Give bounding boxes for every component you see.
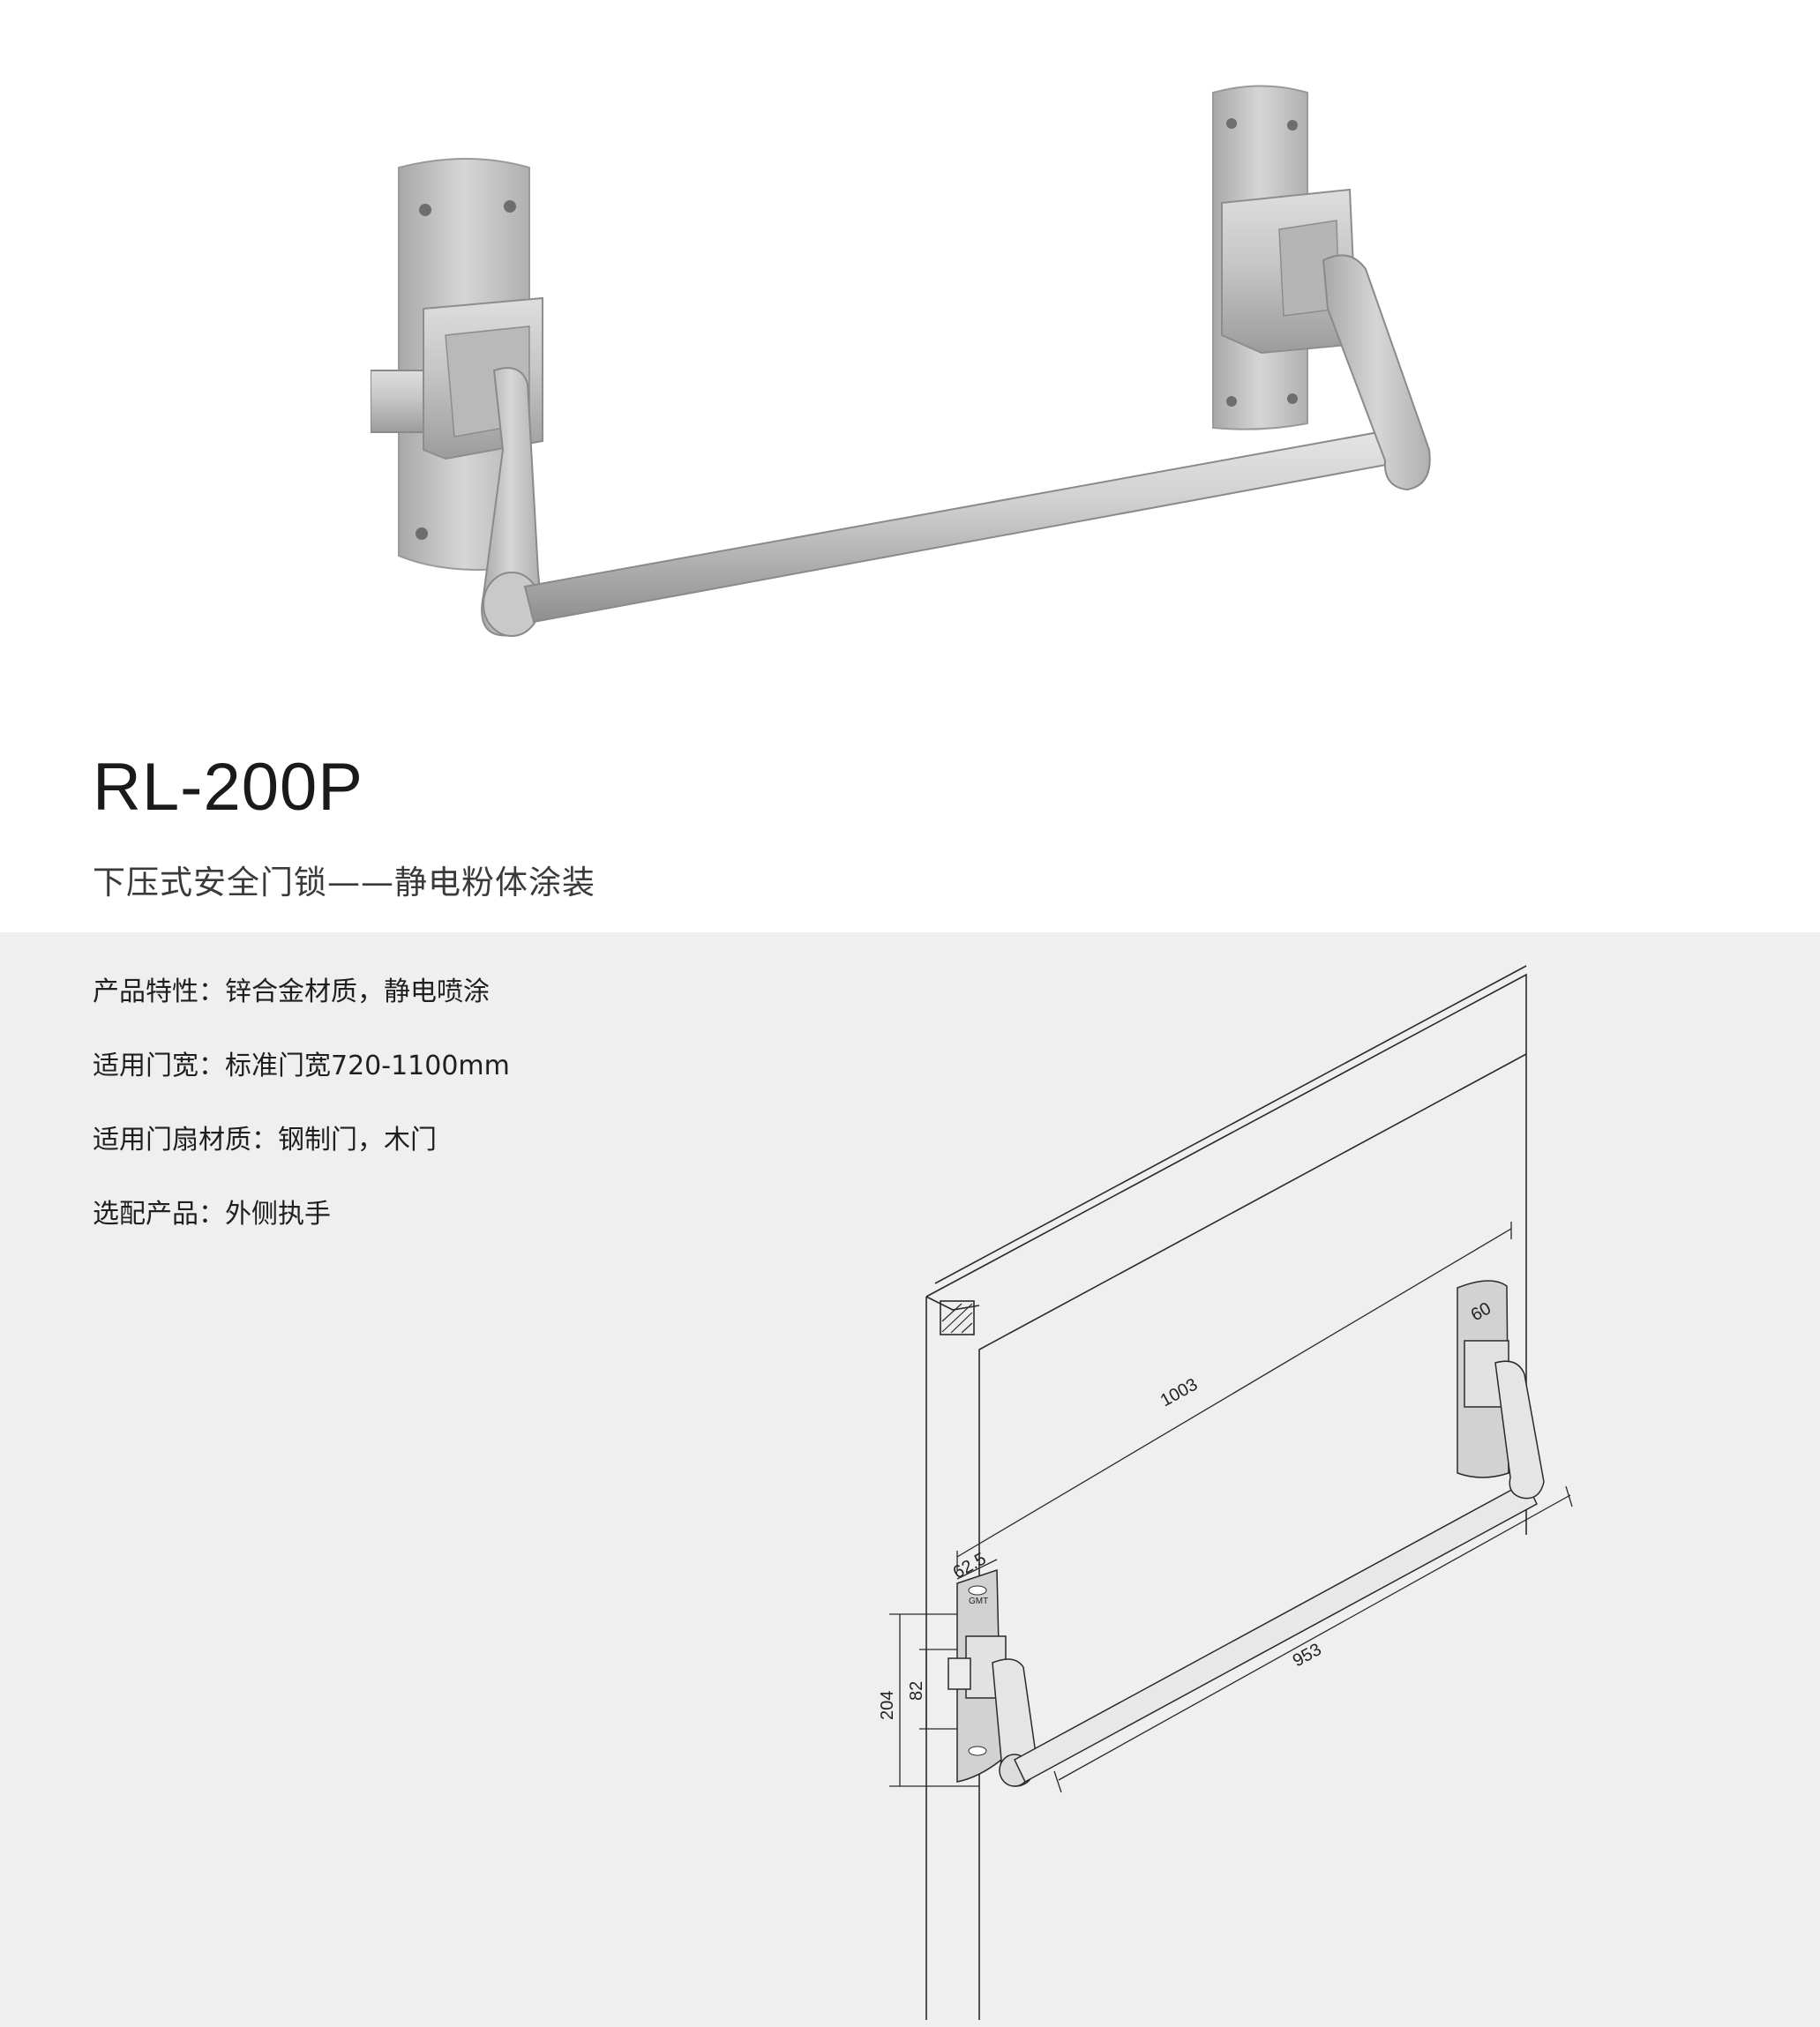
model-title: RL-200P	[93, 750, 363, 825]
technical-drawing: 1003 953 62.5 204 82 60 GMT	[878, 965, 1573, 2020]
dim-plate-height: 204	[878, 1691, 897, 1720]
push-bar	[523, 426, 1412, 624]
left-plate-screw	[504, 200, 516, 213]
dim-overall-line	[956, 1228, 1512, 1558]
right-arm	[1322, 254, 1431, 491]
product-photo	[371, 85, 1431, 637]
dim-overall-length: 1003	[1157, 1375, 1202, 1411]
door-section-hatch	[940, 1300, 975, 1335]
left-mechanism-drawing	[947, 1568, 1037, 1787]
spec-optional: 选配产品：外侧执手	[93, 1199, 331, 1230]
spec-door-material: 适用门扇材质：钢制门，木门	[93, 1125, 437, 1156]
door-panel-outline	[925, 973, 1527, 2020]
dim-inner-height: 82	[907, 1681, 926, 1701]
spec-material: 产品特性：锌合金材质，静电喷涂	[93, 976, 490, 1007]
right-plate-screw	[1226, 118, 1237, 129]
latch-bolt	[371, 370, 424, 433]
right-plate-screw	[1287, 393, 1298, 404]
dim-bar-line	[1058, 1494, 1571, 1781]
product-header-section: RL-200P 下压式安全门锁——静电粉体涂装	[0, 0, 1820, 932]
plate-logo: GMT	[969, 1597, 988, 1606]
left-plate-screw	[416, 527, 428, 540]
spec-list: 产品特性：锌合金材质，静电喷涂 适用门宽：标准门宽720-1100mm 适用门扇…	[93, 973, 510, 1269]
door-header-profile	[934, 965, 1527, 1284]
right-plate-screw	[1226, 396, 1237, 407]
spec-door-width: 适用门宽：标准门宽720-1100mm	[93, 1051, 510, 1081]
dim-plate-width-line	[956, 1559, 998, 1580]
drawing-push-bar	[1014, 1480, 1538, 1784]
right-mechanism-drawing	[1457, 1280, 1545, 1500]
model-subtitle: 下压式安全门锁——静电粉体涂装	[93, 864, 595, 901]
dim-bar-length: 953	[1290, 1640, 1325, 1671]
right-plate-screw	[1287, 120, 1298, 131]
left-plate-screw	[419, 204, 431, 216]
